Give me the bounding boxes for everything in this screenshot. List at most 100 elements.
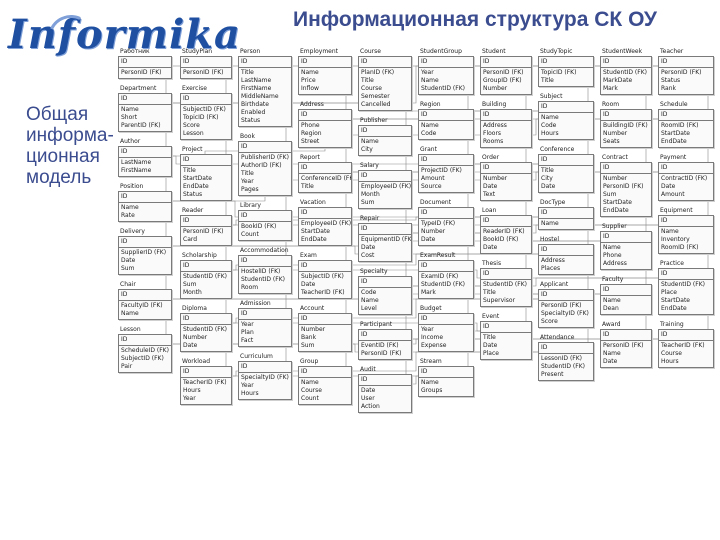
entity-attribute: Number	[301, 326, 326, 333]
entity-primary-key: ID	[539, 155, 593, 166]
entity-attribute: Title	[241, 69, 254, 76]
entity-attribute: Name	[301, 379, 319, 386]
entity-primary-key: ID	[181, 314, 231, 325]
entity-attribute: EndDate	[603, 207, 629, 214]
entity-attributes: PersonID (FK)GroupID (FK)Number	[481, 68, 531, 94]
entity-attribute: ReaderID (FK)	[483, 228, 525, 235]
entity-attribute: SubjectID (FK)	[183, 106, 226, 113]
entity-primary-key: ID	[299, 314, 351, 325]
entity-attribute: PersonID (FK)	[603, 183, 644, 190]
entity-attribute: ExamID (FK)	[421, 273, 459, 280]
entity-name: Region	[420, 101, 441, 108]
entity-primary-key: ID	[419, 208, 473, 219]
entity-attribute: Mark	[603, 85, 618, 92]
entity-attribute: SupplierID (FK)	[121, 249, 167, 256]
entity-attribute: EndDate	[661, 138, 687, 145]
entity-attribute: Count	[241, 231, 259, 238]
entity-attribute: PersonID (FK)	[541, 302, 582, 309]
entity-primary-key: ID	[539, 57, 593, 68]
entity-name: Library	[240, 202, 261, 209]
entity-attribute: Year	[241, 321, 254, 328]
entity-name: Scholarship	[182, 252, 217, 259]
entity-name: Document	[420, 199, 452, 206]
entity-primary-key: ID	[181, 57, 231, 68]
entity-name: Exam	[300, 252, 317, 259]
entity-attribute: Mark	[421, 289, 436, 296]
entity-attribute: Title	[483, 334, 496, 341]
entity-attribute: Title	[361, 77, 374, 84]
entity-name: Audit	[360, 366, 376, 373]
entity-attributes: LessonID (FK)StudentID (FK)Present	[539, 354, 593, 380]
entity-name: Department	[120, 85, 157, 92]
entity-primary-key: ID	[119, 335, 171, 346]
entity-attribute: Date	[661, 183, 676, 190]
entity-name: Position	[120, 183, 144, 190]
entity-name: Teacher	[660, 48, 684, 55]
entity-attribute: Birthdate	[241, 101, 269, 108]
entity-attribute: LastName	[241, 77, 272, 84]
entity-name: Repair	[360, 215, 380, 222]
entity-attribute: TopicID (FK)	[183, 114, 219, 121]
entity-name: Award	[602, 321, 621, 328]
entity-attribute: Name	[361, 297, 379, 304]
relationship-line	[172, 155, 180, 165]
entity-attribute: Year	[241, 382, 254, 389]
entity-name: Project	[182, 146, 203, 153]
entity-attribute: Title	[183, 167, 196, 174]
entity-attribute: PlanID (FK)	[361, 69, 395, 76]
entity-name: Vacation	[300, 199, 326, 206]
entity-primary-key: ID	[539, 102, 593, 113]
entity-attribute: Code	[421, 130, 437, 137]
entity-attribute: StudentID (FK)	[183, 326, 227, 333]
entity-name: Training	[660, 321, 684, 328]
entity-name: Curriculum	[240, 353, 273, 360]
entity-attribute: HostelID (FK)	[241, 268, 281, 275]
entity-attribute: Title	[241, 170, 254, 177]
entity-attribute: PersonID (FK)	[603, 342, 644, 349]
entity-primary-key: ID	[299, 261, 351, 272]
entity-attribute: Date	[541, 183, 556, 190]
entity-attribute: Sum	[121, 265, 135, 272]
entity-attribute: TeacherID (FK)	[301, 289, 345, 296]
entity-attribute: Year	[241, 178, 254, 185]
entity-attribute: EmployeeID (FK)	[301, 220, 352, 227]
entity-attribute: Date	[421, 236, 436, 243]
entity-primary-key: ID	[119, 290, 171, 301]
entity-attribute: PersonID (FK)	[183, 228, 224, 235]
entity-attribute: MiddleName	[241, 93, 279, 100]
entity-attribute: Date	[361, 387, 376, 394]
entity-attribute: SpecialtyID (FK)	[541, 310, 589, 317]
entity-attribute: Address	[483, 122, 507, 129]
entity-name: Book	[240, 133, 255, 140]
entity-attribute: StartDate	[603, 199, 632, 206]
entity-attribute: TypeID (FK)	[421, 220, 456, 227]
entity-attributes: ReaderID (FK)BookID (FK)Date	[481, 227, 531, 253]
entity-primary-key: ID	[601, 110, 651, 121]
